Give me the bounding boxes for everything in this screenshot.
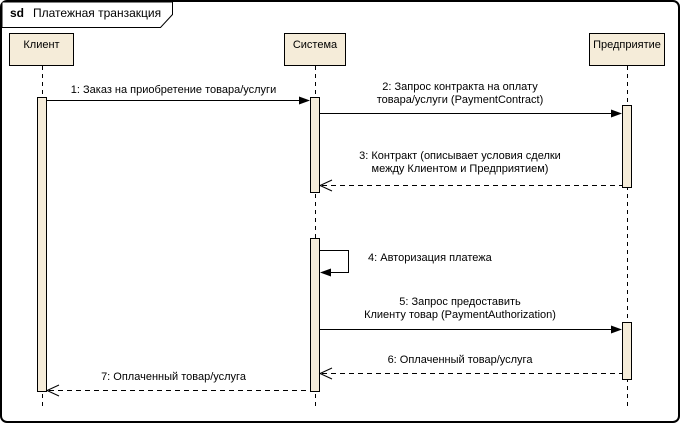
message-2-arrow[interactable] <box>320 109 622 118</box>
open-arrowhead-icon <box>45 384 60 397</box>
filled-arrowhead-icon <box>611 325 622 334</box>
lifeline-name: Система <box>292 39 338 51</box>
lifeline-head-enterprise[interactable]: Предприятие <box>589 33 665 66</box>
frame-title-tab <box>2 2 173 28</box>
message-4-self-arrow[interactable] <box>320 250 349 277</box>
message-7-label: 7: Оплаченный товар/услуга <box>101 371 246 383</box>
filled-arrowhead-icon <box>299 96 310 105</box>
lifeline-head-system[interactable]: Система <box>284 33 346 66</box>
open-arrowhead-icon <box>318 179 333 192</box>
filled-arrowhead-icon <box>320 268 331 277</box>
message-3-label: 3: Контракт (описывает условия сделки ме… <box>359 150 561 175</box>
message-7-arrow[interactable] <box>45 384 310 397</box>
activation-bar-system-2[interactable] <box>310 238 320 392</box>
message-5-arrow[interactable] <box>320 325 622 334</box>
message-6-label: 6: Оплаченный товар/услуга <box>387 354 533 366</box>
activation-bar-enterprise-2[interactable] <box>622 322 632 380</box>
lifeline-head-client[interactable]: Клиент <box>9 33 74 66</box>
frame-title: sd Платежная транзакция <box>10 6 161 20</box>
frame-keyword: sd <box>10 6 25 20</box>
activation-bar-enterprise-1[interactable] <box>622 105 632 188</box>
filled-arrowhead-icon <box>611 109 622 118</box>
open-arrowhead-icon <box>318 367 333 380</box>
message-1-label: 1: Заказ на приобретение товара/услуги <box>70 84 277 96</box>
activation-bar-client[interactable] <box>37 97 47 392</box>
frame-title-text: Платежная транзакция <box>33 6 162 20</box>
message-4-label: 4: Авторизация платежа <box>368 252 492 264</box>
message-3-arrow[interactable] <box>318 179 622 192</box>
activation-bar-system-1[interactable] <box>310 97 320 193</box>
lifeline-name: Предприятие <box>593 39 661 51</box>
message-6-arrow[interactable] <box>318 367 622 380</box>
message-2-label: 2: Запрос контракта на оплату товара/усл… <box>376 81 544 106</box>
lifeline-name: Клиент <box>23 39 60 51</box>
frame-title-pentagon <box>2 2 173 28</box>
message-1-arrow[interactable] <box>47 96 310 105</box>
message-5-label: 5: Запрос предоставить Клиенту товар (Pa… <box>364 296 556 321</box>
